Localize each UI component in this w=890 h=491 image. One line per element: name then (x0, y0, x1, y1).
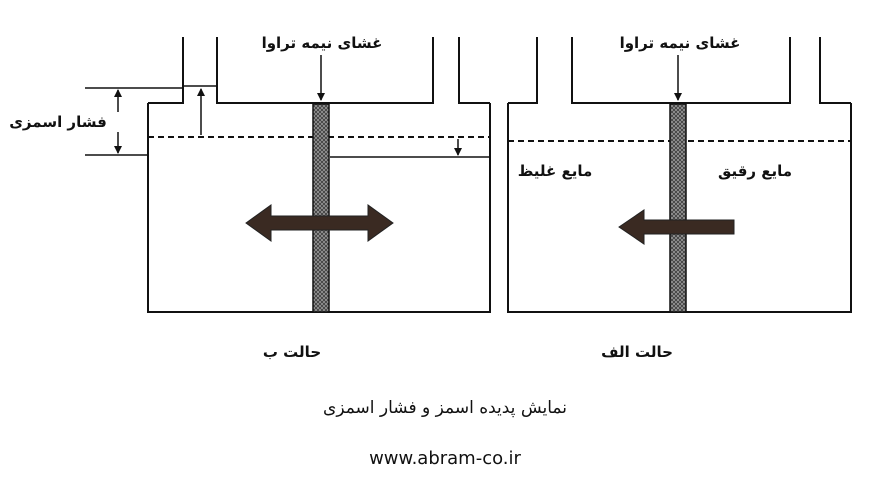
state-a-membrane (669, 103, 687, 313)
osmotic-pressure-dimension (85, 87, 462, 156)
thick-liquid-label: مایع غلیظ (518, 162, 593, 180)
state-a-flow-arrow (618, 209, 735, 245)
state-a-label: حالت الف (601, 343, 673, 361)
figure-caption: نمایش پدیده اسمز و فشار اسمزی (323, 398, 567, 418)
thin-liquid-label: مایع رقیق (718, 162, 792, 180)
state-b-membrane (312, 103, 330, 313)
osmotic-pressure-label: فشار اسمزی (9, 113, 107, 131)
website-url: www.abram-co.ir (369, 448, 521, 469)
state-b-label: حالت ب (263, 343, 321, 361)
state-b-membrane-label: غشای نیمه تراوا (262, 34, 383, 52)
state-a-membrane-label: غشای نیمه تراوا (620, 34, 741, 52)
state-b-double-arrow (245, 204, 394, 242)
